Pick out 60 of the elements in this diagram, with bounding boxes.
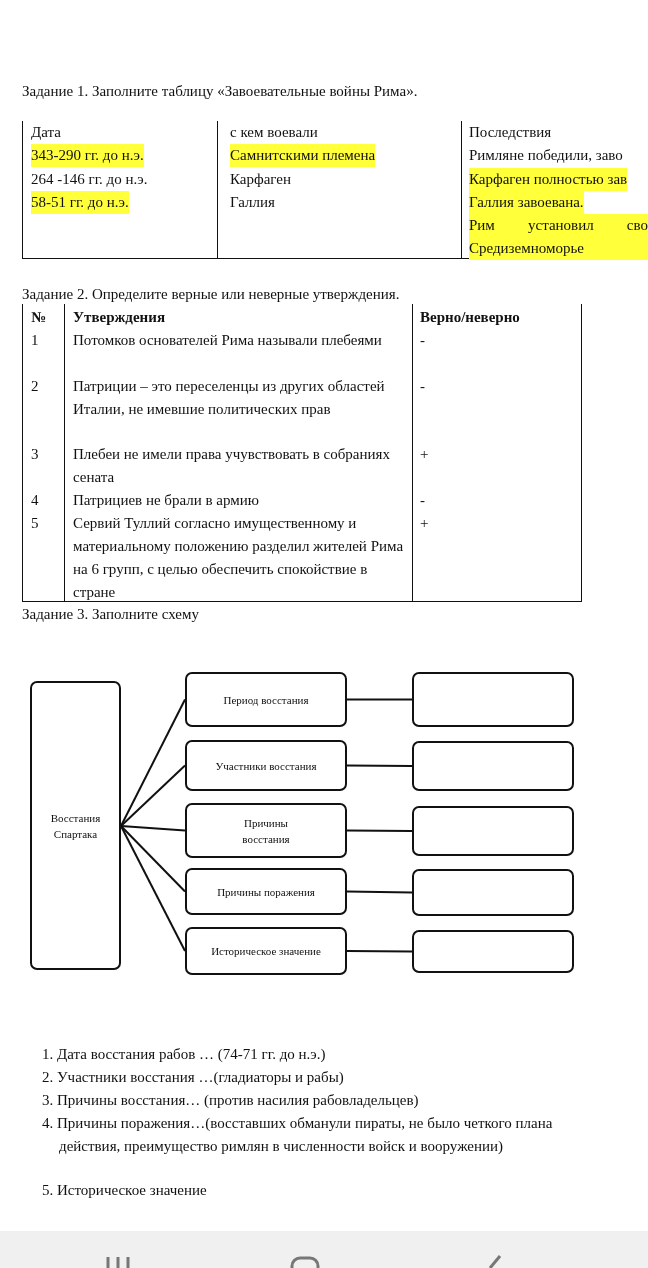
task-heading: Задание 1. Заполните таблицу «Завоевательные войны Рима». [22,82,418,101]
connector-line [346,950,413,953]
enemy-text: Карфаген [230,170,291,189]
result-text: Рим установил сво Средиземноморье [469,214,648,260]
answer-text: 4. Причины поражения…(восставших обманули пираты, не было четкого плана действия, преимущество римлян в численности войск и вооружении) [42,1114,554,1156]
answer-mark: - [420,491,425,510]
answer-box [412,869,574,916]
category-box: Участники восстания [185,740,347,791]
topic-box: Восстания Спартака [30,681,121,970]
connector-line [346,890,413,894]
column-header: Дата [31,123,61,142]
column-header: с кем воевали [230,123,318,142]
connector-line [120,825,186,952]
answer-mark: + [420,514,429,533]
connector-line [120,698,186,827]
row-number: 2 [31,377,39,396]
statement-text: Потомков основателей Рима называли плебеями [73,331,383,350]
statement-text: Плебеи не имели права учувствовать в собраниях сената [73,445,391,487]
result-text: Карфаген полностью зав [469,168,628,191]
column-header: № [31,308,47,327]
category-box: Причины поражения [185,868,347,915]
answer-text: 5. Историческое значение [42,1181,207,1200]
column-header: Верно/неверно [420,308,520,327]
row-number: 1 [31,331,39,350]
result-text: Галлия завоевана. [469,191,584,214]
enemy-text: Самнитскими племена [230,144,376,167]
statement-text: Патрициев не брали в армию [73,491,261,510]
answer-text: 3. Причины восстания… (против насилия рабовладельцев) [42,1091,419,1110]
connector-line [120,825,186,893]
column-header: Утверждения [73,308,166,327]
answer-box [412,930,574,973]
enemy-text: Галлия [230,193,275,212]
date-text: 58-51 гг. до н.э. [31,191,129,214]
column-header: Последствия [469,123,552,142]
row-number: 3 [31,445,39,464]
connector-line [346,698,413,701]
answer-box [412,806,574,856]
statement-text: Патриции – это переселенцы из других областей Италии, не имевшие политических прав [73,377,386,419]
answer-mark: - [420,331,425,350]
connector-line [346,764,413,767]
date-text: 264 -146 гг. до н.э. [31,170,148,189]
row-number: 5 [31,514,39,533]
answer-text: 2. Участники восстания …(гладиаторы и рабы) [42,1068,344,1087]
answer-mark: - [420,377,425,396]
connector-line [120,825,186,832]
category-box: Причины восстания [185,803,347,858]
answer-text: 1. Дата восстания рабов … (74-71 гг. до н.э.) [42,1045,326,1064]
category-box: Историческое значение [185,927,347,975]
answer-mark: + [420,445,429,464]
date-text: 343-290 гг. до н.э. [31,144,144,167]
row-number: 4 [31,491,39,510]
connector-line [346,829,413,832]
result-text: Римляне победили, заво [469,146,623,165]
connector-line [120,764,186,827]
category-box: Период восстания [185,672,347,727]
task-heading: Задание 2. Определите верные или неверные утверждения. [22,285,400,304]
task-heading: Задание 3. Заполните схему [22,605,199,624]
answer-box [412,672,574,727]
answer-box [412,741,574,791]
statement-text: Сервий Туллий согласно имущественному и материальному положению разделил жителей Рима на 6 групп, с целью обеспечить спокойствие в стране [73,514,405,602]
